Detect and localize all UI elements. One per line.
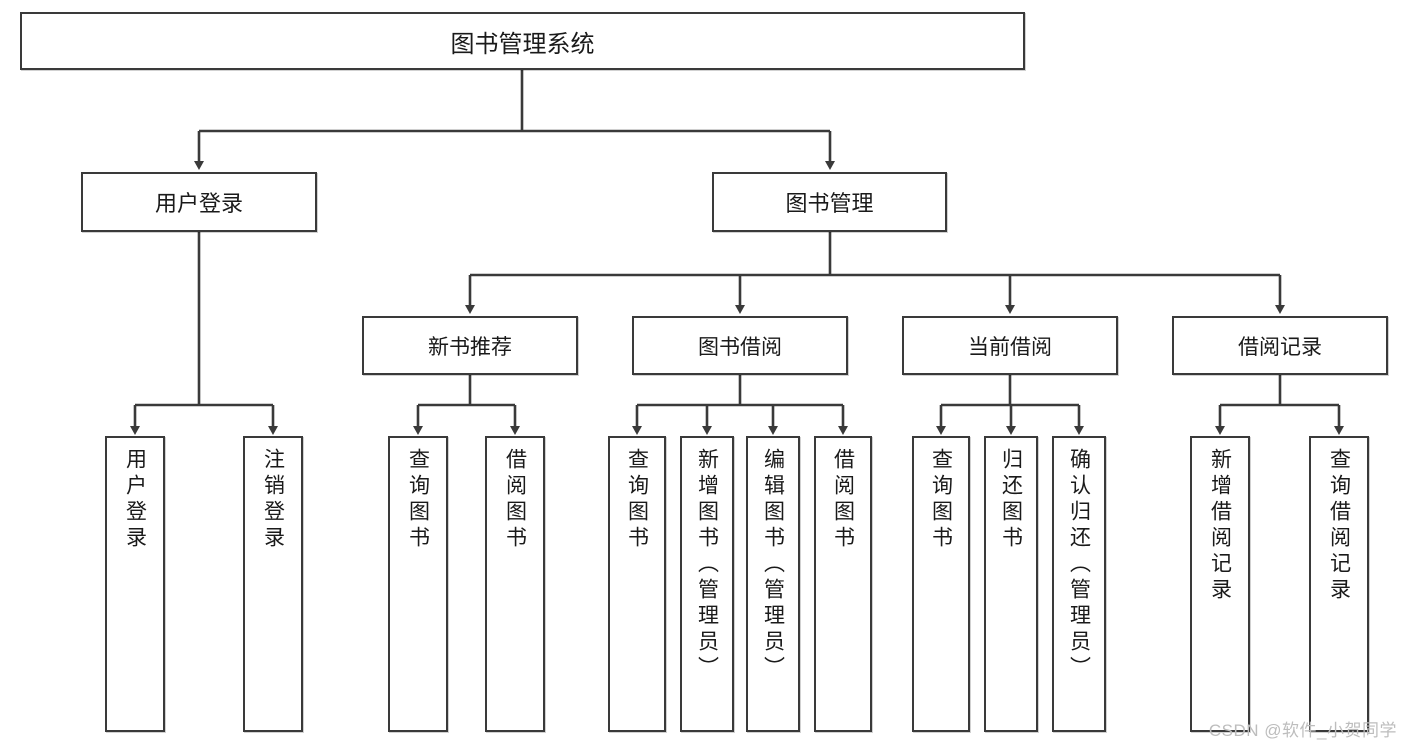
leaf-confirm-return-admin-label: 确认归还（管理员） [1067, 448, 1091, 682]
leaf-borrow-book-rec[interactable]: 借阅图书 [485, 436, 545, 732]
leaf-query-book-borrow[interactable]: 查询图书 [608, 436, 666, 732]
leaf-query-book-rec-label: 查询图书 [406, 448, 430, 552]
node-book-manage-label: 图书管理 [785, 191, 874, 216]
leaf-return-book-label: 归还图书 [999, 448, 1023, 552]
node-current-borrow[interactable]: 当前借阅 [902, 316, 1118, 375]
leaf-query-book-borrow-label: 查询图书 [625, 448, 649, 552]
leaf-query-borrow-record[interactable]: 查询借阅记录 [1309, 436, 1369, 732]
watermark: CSDN @软件_小贺同学 [1208, 721, 1397, 740]
node-root[interactable]: 图书管理系统 [20, 12, 1025, 70]
leaf-user-login[interactable]: 用户登录 [105, 436, 165, 732]
leaf-user-logout-label: 注销登录 [261, 448, 285, 552]
node-root-label: 图书管理系统 [450, 30, 595, 58]
node-book-borrow-label: 图书借阅 [698, 335, 782, 359]
node-new-book-recommend-label: 新书推荐 [428, 335, 512, 359]
leaf-add-book-admin[interactable]: 新增图书（管理员） [680, 436, 734, 732]
leaf-user-logout[interactable]: 注销登录 [243, 436, 303, 732]
node-user-login[interactable]: 用户登录 [81, 172, 317, 232]
node-book-manage[interactable]: 图书管理 [712, 172, 947, 232]
node-new-book-recommend[interactable]: 新书推荐 [362, 316, 578, 375]
node-borrow-record[interactable]: 借阅记录 [1172, 316, 1388, 375]
node-user-login-label: 用户登录 [154, 191, 243, 216]
leaf-confirm-return-admin[interactable]: 确认归还（管理员） [1052, 436, 1106, 732]
leaf-query-book-current-label: 查询图书 [929, 448, 953, 552]
leaf-borrow-book-label: 借阅图书 [831, 448, 855, 552]
leaf-return-book[interactable]: 归还图书 [984, 436, 1038, 732]
node-borrow-record-label: 借阅记录 [1238, 335, 1322, 359]
leaf-borrow-book-rec-label: 借阅图书 [503, 448, 527, 552]
leaf-query-book-current[interactable]: 查询图书 [912, 436, 970, 732]
leaf-borrow-book[interactable]: 借阅图书 [814, 436, 872, 732]
leaf-query-book-rec[interactable]: 查询图书 [388, 436, 448, 732]
leaf-add-borrow-record-label: 新增借阅记录 [1208, 448, 1232, 604]
leaf-add-book-admin-label: 新增图书（管理员） [695, 448, 719, 682]
leaf-add-borrow-record[interactable]: 新增借阅记录 [1190, 436, 1250, 732]
node-book-borrow[interactable]: 图书借阅 [632, 316, 848, 375]
node-current-borrow-label: 当前借阅 [968, 335, 1052, 359]
leaf-edit-book-admin[interactable]: 编辑图书（管理员） [746, 436, 800, 732]
leaf-edit-book-admin-label: 编辑图书（管理员） [761, 448, 785, 682]
leaf-user-login-label: 用户登录 [123, 448, 147, 552]
leaf-query-borrow-record-label: 查询借阅记录 [1327, 448, 1351, 604]
